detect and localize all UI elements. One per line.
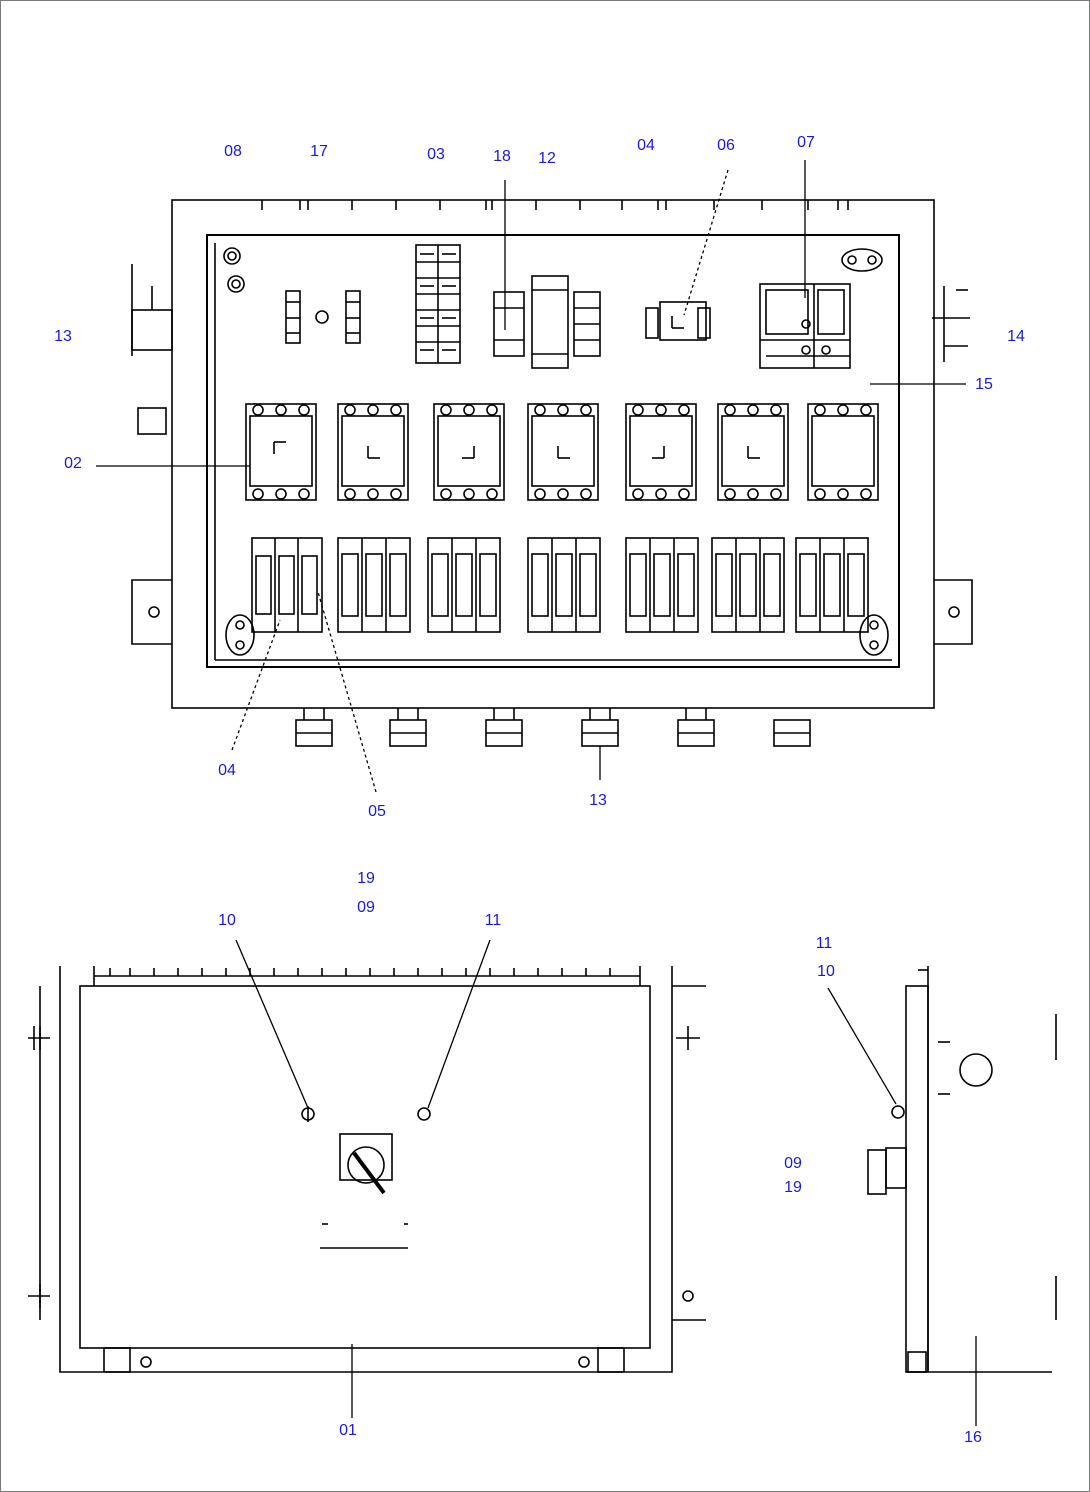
top-view-brackets [131,264,973,645]
callout-15: 15 [975,376,993,393]
side-view-leaders [827,987,977,1426]
callout-12: 12 [538,150,556,167]
callout-04-top: 04 [637,137,655,154]
callout-11-side: 11 [815,935,833,952]
callout-10-front: 10 [218,912,236,929]
callout-13-bottom: 13 [589,792,607,809]
callout-07: 07 [797,134,815,151]
callout-03: 03 [427,146,445,163]
callout-16: 16 [964,1429,982,1446]
corner-screws [223,247,889,656]
callout-01: 01 [339,1422,357,1439]
front-view-cover [28,966,706,1373]
callout-10-side: 10 [817,963,835,980]
callout-14: 14 [1007,328,1025,345]
top-edge-ticks [261,200,849,210]
callout-19-side: 19 [784,1179,802,1196]
callout-11-front: 11 [484,912,502,929]
front-top-ticks [109,968,611,976]
callout-05: 05 [368,803,386,820]
cable-glands [295,708,811,747]
top-view-leaders [96,160,966,793]
timer-module [759,283,851,369]
wiring-strip [415,244,461,364]
transformer [493,275,601,369]
callout-02: 02 [64,455,82,472]
terminal-block [285,290,361,344]
callout-13-left: 13 [54,328,72,345]
callout-17: 17 [310,143,328,160]
callout-19-front: 19 [357,870,375,887]
top-view-enclosure [171,199,935,709]
callout-09-front: 09 [357,899,375,916]
front-view-leaders [235,939,491,1418]
contactors-row [245,403,879,501]
fuse-holders-row [251,537,869,633]
callout-09-side: 09 [784,1155,802,1172]
callout-18: 18 [493,148,511,165]
relay [645,301,711,341]
callout-04-bottom: 04 [218,762,236,779]
callout-06: 06 [717,137,735,154]
callout-08: 08 [224,143,242,160]
side-view [867,966,1057,1373]
